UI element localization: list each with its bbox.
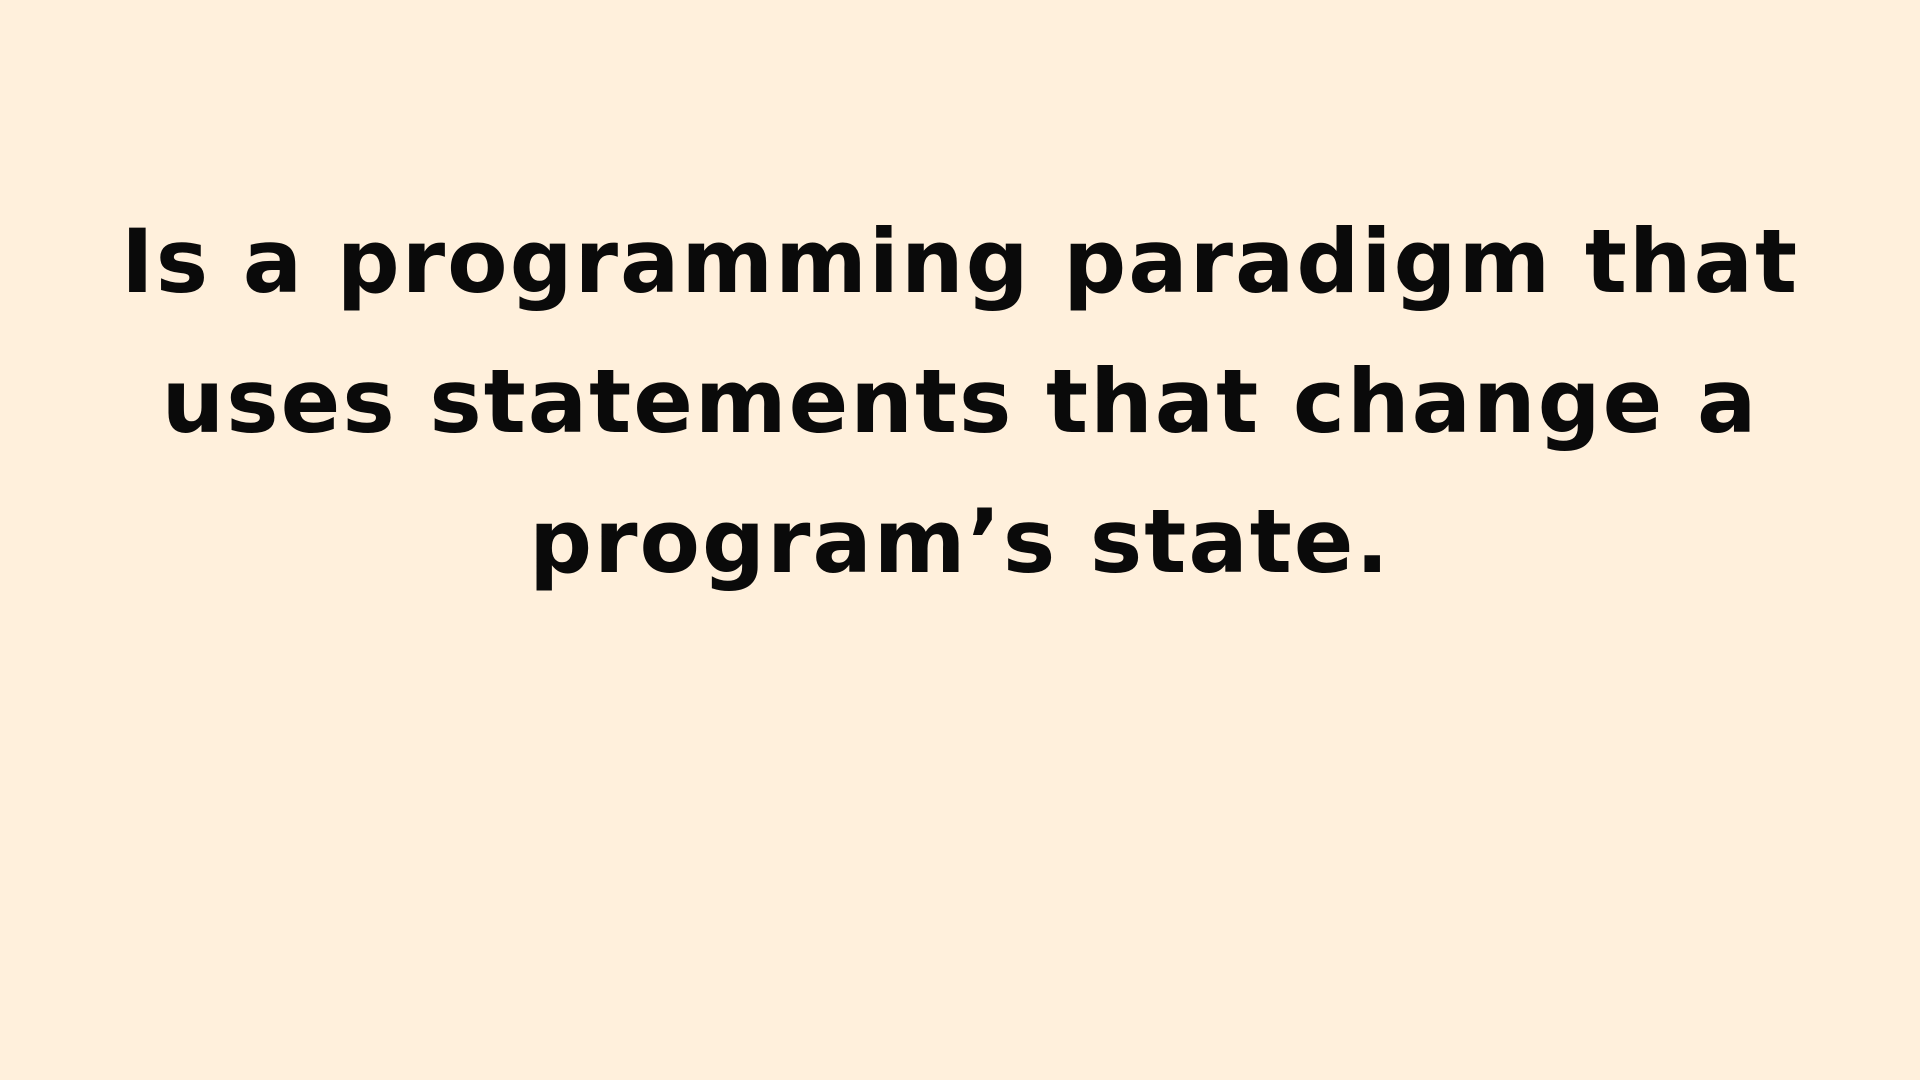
definition-line-3: program’s state. [529,490,1391,593]
definition-text: Is a programming paradigm that uses stat… [120,192,1800,612]
definition-line-2: uses statements that change a [161,350,1759,453]
definition-line-1: Is a programming paradigm that [120,210,1800,313]
